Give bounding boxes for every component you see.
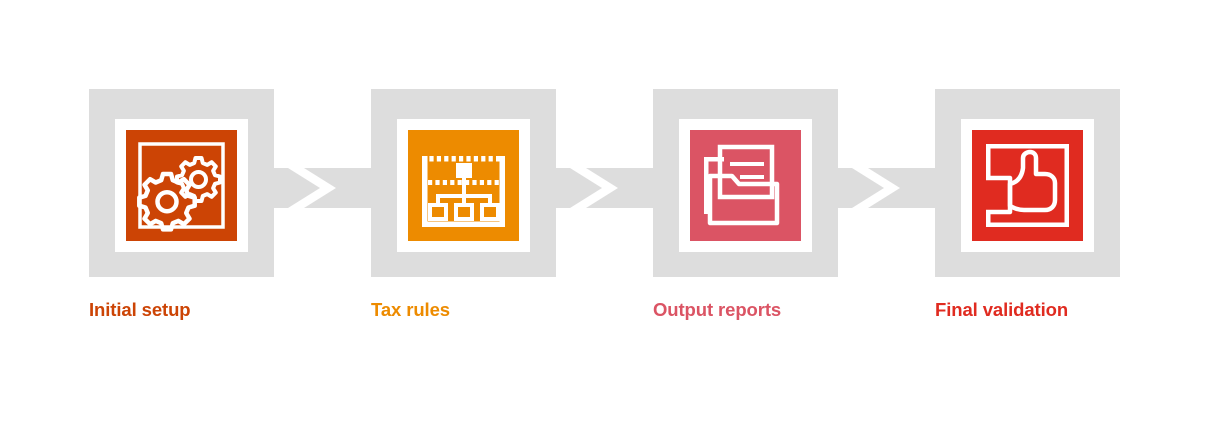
hierarchy-icon <box>422 156 505 227</box>
icon-frame <box>397 119 530 252</box>
icon-tile <box>408 130 519 241</box>
chevron-right-icon <box>852 168 900 208</box>
icon-frame <box>115 119 248 252</box>
chevron-right-icon <box>288 168 336 208</box>
gears-icon <box>137 142 225 232</box>
step-box <box>653 89 838 277</box>
process-step-2[interactable]: Tax rules <box>371 89 556 321</box>
icon-tile <box>972 130 1083 241</box>
process-step-1[interactable]: Initial setup <box>89 89 274 321</box>
icon-tile <box>126 130 237 241</box>
step-label: Tax rules <box>371 299 450 320</box>
thumbs-up-icon <box>986 144 1069 227</box>
step-box <box>371 89 556 277</box>
process-step-3[interactable]: Output reports <box>653 89 838 321</box>
step-label: Output reports <box>653 299 782 320</box>
chevron-right-icon <box>570 168 618 208</box>
process-step-4[interactable]: Final validation <box>935 89 1120 321</box>
icon-frame <box>961 119 1094 252</box>
step-box <box>935 89 1120 277</box>
step-box <box>89 89 274 277</box>
folder-document-icon <box>704 144 780 226</box>
connector-2 <box>540 168 660 208</box>
icon-tile <box>690 130 801 241</box>
step-label: Final validation <box>935 299 1069 320</box>
connector-1 <box>258 168 378 208</box>
connector-3 <box>822 168 942 208</box>
step-label: Initial setup <box>89 299 191 320</box>
icon-frame <box>679 119 812 252</box>
